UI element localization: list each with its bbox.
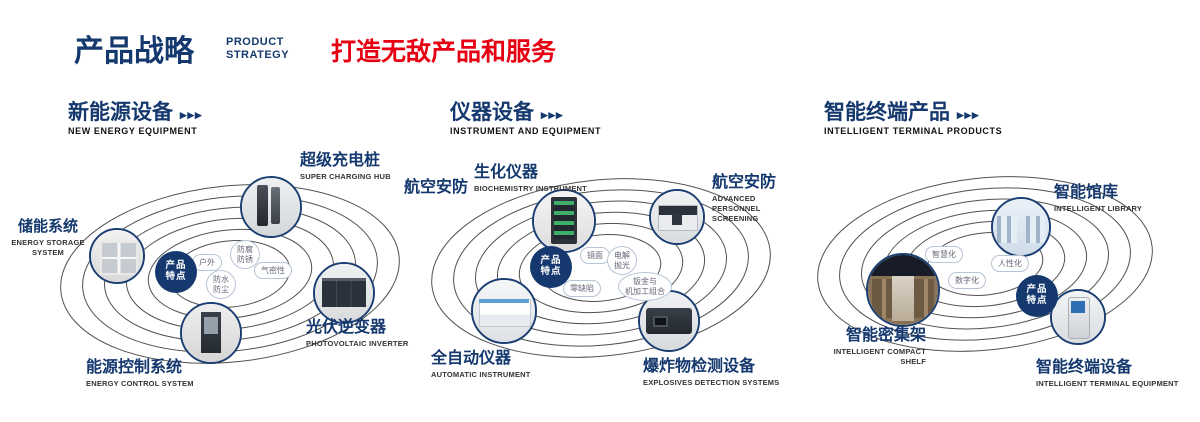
label-explosives-detection: 爆炸物检测设备 EXPLOSIVES DETECTION SYSTEMS xyxy=(643,357,779,388)
automatic-analyzer-image xyxy=(473,280,535,342)
page-title-en-line2: STRATEGY xyxy=(226,48,290,61)
label-en: AUTOMATIC INSTRUMENT xyxy=(431,370,531,380)
photo-terminal-equipment xyxy=(1050,289,1106,345)
photo-compact-shelf xyxy=(866,253,940,327)
label-en: PHOTOVOLTAIC INVERTER xyxy=(306,339,409,349)
page-title-en-line1: PRODUCT xyxy=(226,36,284,48)
feature-pill-mirror: 镜面 xyxy=(580,247,610,264)
compact-shelf-image xyxy=(868,255,938,325)
label-aviation-security-left: 航空安防 xyxy=(404,179,469,196)
badge-line1: 产品 xyxy=(540,255,562,267)
feature-pill-sheetmetal-machining: 钣金与 机加工组合 xyxy=(618,272,672,302)
label-zh: 生化仪器 xyxy=(474,164,539,181)
section-subtitle-intelligent-terminal: INTELLIGENT TERMINAL PRODUCTS xyxy=(824,126,1003,136)
feature-pill-outdoor: 户外 xyxy=(192,254,222,271)
section-title-instrument: 仪器设备 ▸▸▸ xyxy=(450,96,564,126)
feature-pill-digital: 数字化 xyxy=(948,272,986,289)
label-automatic-instrument: 全自动仪器 AUTOMATIC INSTRUMENT xyxy=(431,349,531,380)
section-title-new-energy: 新能源设备 ▸▸▸ xyxy=(68,96,203,126)
badge-product-features: 产品 特点 xyxy=(155,251,197,293)
photo-energy-control-system xyxy=(180,302,242,364)
label-biochemistry-instrument: 生化仪器 BIOCHEMISTRY INSTRUMENT xyxy=(474,163,587,194)
label-en: INTELLIGENT LIBRARY xyxy=(1054,204,1143,214)
arrow-icons: ▸▸▸ xyxy=(180,107,203,122)
label-en: ADVANCED PERSONNEL SCREENING xyxy=(712,194,761,224)
label-zh: 爆炸物检测设备 xyxy=(643,358,756,375)
photo-energy-storage xyxy=(89,228,145,284)
label-compact-shelf: 智能密集架 INTELLIGENT COMPACT SHELF xyxy=(832,326,926,367)
badge-line2: 特点 xyxy=(1026,295,1048,306)
label-energy-storage: 储能系统 ENERGY STORAGE SYSTEM xyxy=(6,218,90,258)
photo-automatic-instrument xyxy=(471,278,537,344)
feature-pill-smart: 智慧化 xyxy=(925,246,963,263)
library-room-image xyxy=(993,199,1049,255)
label-en: ENERGY CONTROL SYSTEM xyxy=(86,379,194,389)
terminal-kiosk-image xyxy=(1052,291,1104,343)
photo-intelligent-library xyxy=(991,197,1051,257)
label-photovoltaic-inverter: 光伏逆变器 PHOTOVOLTAIC INVERTER xyxy=(306,318,409,349)
badge-line1: 产品 xyxy=(165,260,187,272)
biochemistry-rack-image xyxy=(534,191,594,251)
photo-photovoltaic-inverter xyxy=(313,262,375,324)
arrow-icons: ▸▸▸ xyxy=(957,107,980,122)
label-zh: 全自动仪器 xyxy=(431,350,512,367)
badge-product-features: 产品 特点 xyxy=(1016,275,1058,317)
label-en: ENERGY STORAGE SYSTEM xyxy=(11,238,85,258)
charging-pile-image xyxy=(242,178,300,236)
label-zh: 光伏逆变器 xyxy=(306,319,387,336)
label-en: SUPER CHARGING HUB xyxy=(300,172,391,182)
energy-storage-image xyxy=(91,230,143,282)
photo-biochemistry-instrument xyxy=(532,189,596,253)
badge-line1: 产品 xyxy=(1026,284,1048,296)
label-energy-control-system: 能源控制系统 ENERGY CONTROL SYSTEM xyxy=(86,358,194,389)
section-title-text: 仪器设备 xyxy=(450,101,534,124)
label-terminal-equipment: 智能终端设备 INTELLIGENT TERMINAL EQUIPMENT xyxy=(1036,358,1179,389)
label-zh: 智能终端设备 xyxy=(1036,359,1133,376)
label-zh: 能源控制系统 xyxy=(86,359,183,376)
label-en: INTELLIGENT COMPACT SHELF xyxy=(833,347,926,367)
feature-pill-airtight: 气密性 xyxy=(254,262,292,279)
badge-product-features: 产品 特点 xyxy=(530,246,572,288)
label-en: INTELLIGENT TERMINAL EQUIPMENT xyxy=(1036,379,1179,389)
label-intelligent-library: 智能馆库 INTELLIGENT LIBRARY xyxy=(1054,183,1142,214)
feature-pill-electropolish: 电解 抛光 xyxy=(607,246,637,276)
feature-pill-humanized: 人性化 xyxy=(991,255,1029,272)
section-subtitle-new-energy: NEW ENERGY EQUIPMENT xyxy=(68,126,198,136)
page-tagline: 打造无敌产品和服务 xyxy=(331,38,557,66)
photo-explosives-detection xyxy=(638,290,700,352)
arrow-icons: ▸▸▸ xyxy=(541,107,564,122)
section-subtitle-instrument: INSTRUMENT AND EQUIPMENT xyxy=(450,126,602,136)
section-title-text: 智能终端产品 xyxy=(824,101,950,124)
page-title-en: PRODUCT STRATEGY xyxy=(226,36,289,61)
photo-super-charging-hub xyxy=(240,176,302,238)
label-super-charging-hub: 超级充电桩 SUPER CHARGING HUB xyxy=(300,151,391,182)
label-zh: 智能馆库 xyxy=(1054,184,1119,201)
personnel-scanner-image xyxy=(651,191,703,243)
section-title-intelligent-terminal: 智能终端产品 ▸▸▸ xyxy=(824,96,980,126)
label-en: EXPLOSIVES DETECTION SYSTEMS xyxy=(643,378,780,388)
explosives-scanner-image xyxy=(640,292,698,350)
label-zh: 智能密集架 xyxy=(845,327,926,344)
label-personnel-screening: 航空安防 ADVANCED PERSONNEL SCREENING xyxy=(712,173,798,225)
label-zh: 超级充电桩 xyxy=(300,152,381,169)
feature-pill-waterproof: 防水 防尘 xyxy=(206,270,236,300)
badge-line2: 特点 xyxy=(540,266,562,277)
page-title: 产品战略 xyxy=(74,35,194,68)
label-zh: 储能系统 xyxy=(17,218,78,235)
badge-line2: 特点 xyxy=(165,271,187,282)
inverter-image xyxy=(315,264,373,322)
feature-pill-zero-defect: 零缺陷 xyxy=(563,280,601,297)
control-cabinet-image xyxy=(182,304,240,362)
label-en: BIOCHEMISTRY INSTRUMENT xyxy=(474,184,587,194)
section-title-text: 新能源设备 xyxy=(68,101,173,124)
label-zh: 航空安防 xyxy=(712,174,777,191)
photo-personnel-screening xyxy=(649,189,705,245)
